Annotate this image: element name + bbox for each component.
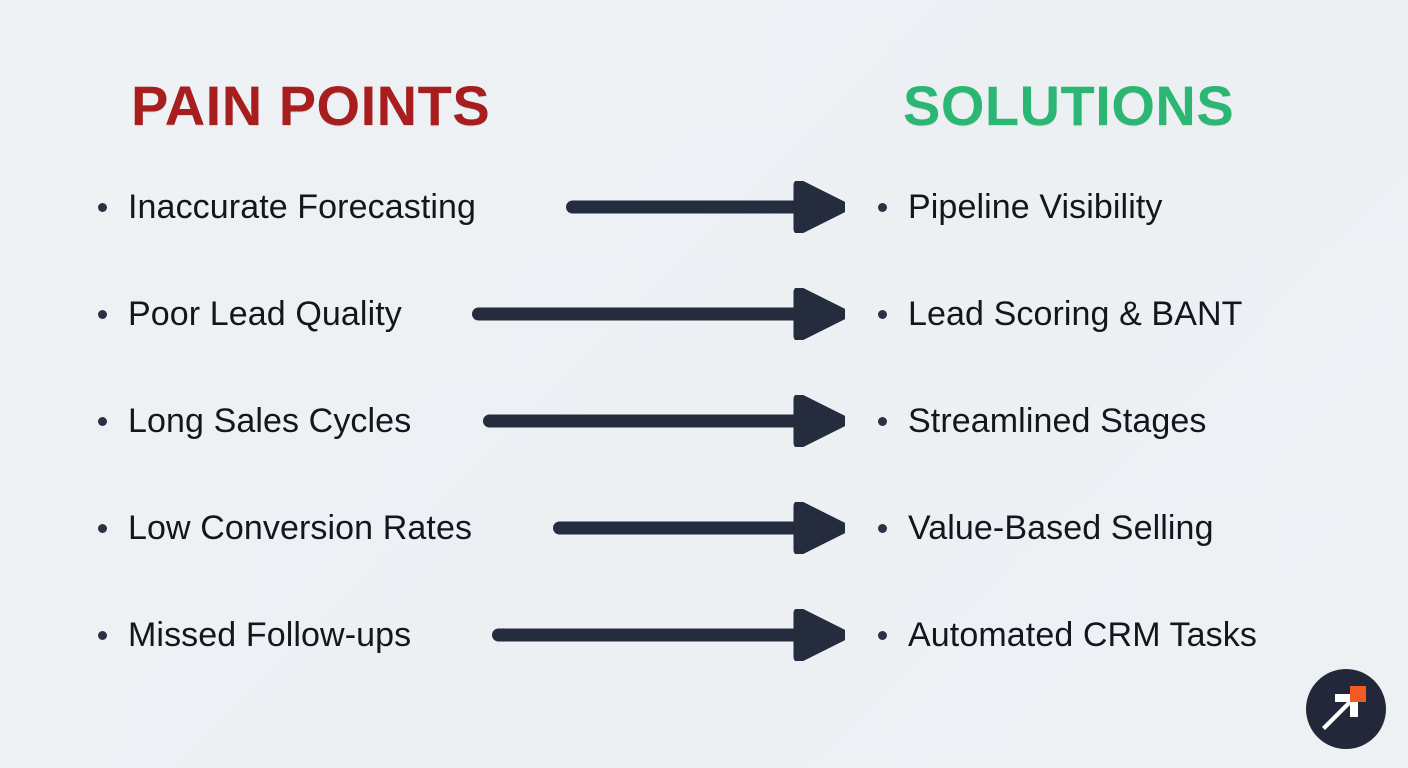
pain-solution-row: Inaccurate Forecasting Pipeline Visibilit… — [0, 181, 1408, 233]
solution-label: Automated CRM Tasks — [908, 616, 1257, 654]
pain-point-item[interactable]: Inaccurate Forecasting — [98, 181, 476, 233]
solution-label: Pipeline Visibility — [908, 188, 1163, 226]
bullet-dot-icon — [98, 202, 107, 212]
bullet-dot-icon — [878, 416, 887, 426]
bullet-dot-icon — [98, 523, 107, 533]
bullet-dot-icon — [878, 630, 887, 640]
pain-solution-row: Poor Lead Quality Lead Scoring & BANT — [0, 288, 1408, 340]
solution-label: Value-Based Selling — [908, 509, 1214, 547]
logo-accent-square-icon — [1350, 686, 1366, 702]
arrow-right-icon — [483, 395, 845, 447]
arrow-right-icon — [566, 181, 845, 233]
pain-point-label: Long Sales Cycles — [128, 402, 412, 440]
arrow-right-icon — [492, 609, 845, 661]
pain-point-label: Missed Follow-ups — [128, 616, 412, 654]
pain-point-item[interactable]: Missed Follow-ups — [98, 609, 411, 661]
solution-label: Streamlined Stages — [908, 402, 1207, 440]
solution-item[interactable]: Automated CRM Tasks — [878, 609, 1257, 661]
solution-item[interactable]: Lead Scoring & BANT — [878, 288, 1243, 340]
arrow-right-icon — [553, 502, 845, 554]
solution-item[interactable]: Value-Based Selling — [878, 502, 1214, 554]
pain-point-label: Poor Lead Quality — [128, 295, 402, 333]
pain-point-label: Inaccurate Forecasting — [128, 188, 477, 226]
bullet-dot-icon — [878, 309, 887, 319]
solution-item[interactable]: Streamlined Stages — [878, 395, 1207, 447]
pain-point-item[interactable]: Long Sales Cycles — [98, 395, 411, 447]
pain-solution-row: Missed Follow-ups Automated CRM Tasks — [0, 609, 1408, 661]
arrow-right-icon — [472, 288, 845, 340]
solution-label: Lead Scoring & BANT — [908, 295, 1243, 333]
pain-point-label: Low Conversion Rates — [128, 509, 473, 547]
pain-points-heading: PAIN POINTS — [131, 74, 491, 137]
bullet-dot-icon — [98, 416, 107, 426]
pain-point-item[interactable]: Low Conversion Rates — [98, 502, 472, 554]
solutions-heading: SOLUTIONS — [903, 74, 1235, 137]
logo-growth-arrow-icon — [1322, 694, 1358, 730]
pain-solution-row: Low Conversion Rates Value-Based Selling — [0, 502, 1408, 554]
pain-point-item[interactable]: Poor Lead Quality — [98, 288, 402, 340]
bullet-dot-icon — [878, 523, 887, 533]
bullet-dot-icon — [878, 202, 887, 212]
bullet-dot-icon — [98, 309, 107, 319]
pain-solution-row: Long Sales Cycles Streamlined Stages — [0, 395, 1408, 447]
solution-item[interactable]: Pipeline Visibility — [878, 181, 1163, 233]
brand-logo — [1306, 669, 1386, 749]
bullet-dot-icon — [98, 630, 107, 640]
